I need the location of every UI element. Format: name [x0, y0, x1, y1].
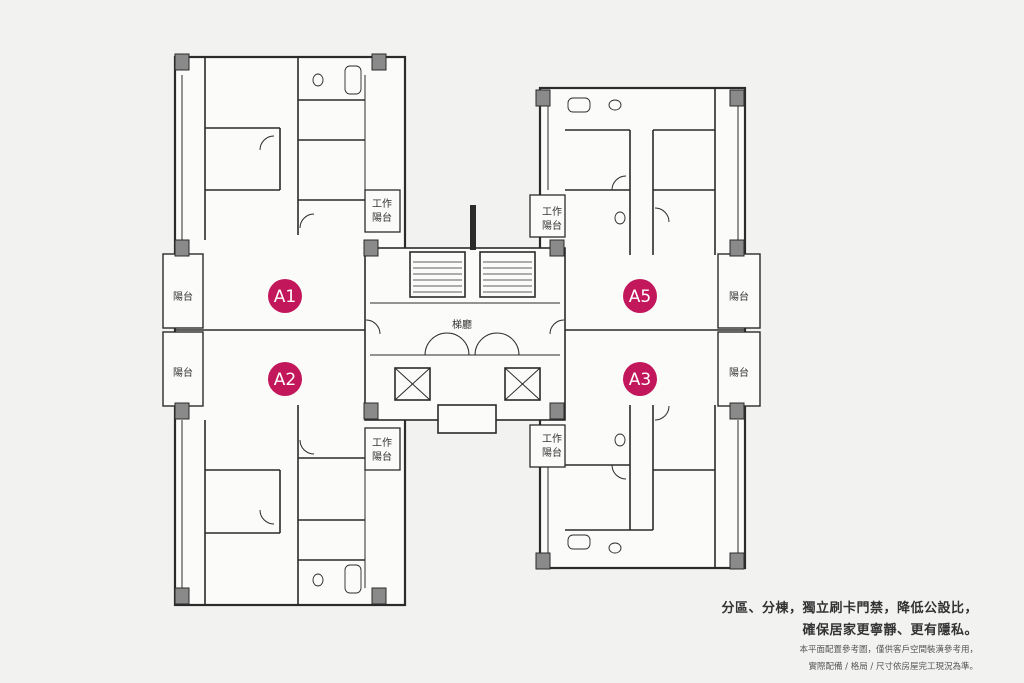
service-balcony-a3-line1: 工作: [542, 433, 562, 445]
svg-text:A1: A1: [274, 287, 296, 307]
balcony-label-a5: 陽台: [729, 290, 749, 303]
unit-badge-a2: A2: [268, 362, 302, 396]
right-wing: [538, 86, 747, 570]
svg-text:A3: A3: [629, 370, 651, 390]
structural-columns: [174, 53, 745, 605]
caption-headline-line1: 分區、分棟，獨立刷卡門禁，降低公設比，: [721, 601, 978, 616]
service-balcony-a1-line2: 陽台: [372, 211, 392, 224]
stair-treads: [413, 261, 532, 293]
caption-disclaimer-line1: 本平面配置參考圖，僅供客戶空間裝潢參考用，: [799, 645, 978, 655]
caption-disclaimer-line2: 實際配備 / 格局 / 尺寸依房屋完工現況為準。: [808, 662, 978, 672]
balcony-label-a2: 陽台: [173, 366, 193, 379]
service-balcony-a5-line1: 工作: [542, 206, 562, 218]
service-balcony-a2-line2: 陽台: [372, 450, 392, 463]
lobby-label: 梯廳: [452, 318, 472, 331]
service-balconies: [364, 189, 566, 471]
balcony-label-a3: 陽台: [729, 366, 749, 379]
central-core: [364, 205, 566, 434]
service-balcony-a2-line1: 工作: [372, 437, 392, 449]
right-balconies: [717, 253, 761, 407]
balcony-label-a1: 陽台: [173, 290, 193, 303]
service-balcony-a1-line1: 工作: [372, 198, 392, 210]
svg-text:A5: A5: [629, 287, 651, 307]
unit-badge-a1: A1: [268, 279, 302, 313]
bathroom-fixtures: [312, 65, 626, 594]
caption-headline-line2: 確保居家更寧靜、更有隱私。: [802, 623, 978, 638]
lobby-doors: [365, 319, 565, 356]
service-balcony-a5-line2: 陽台: [542, 219, 562, 232]
service-balcony-a3-line2: 陽台: [542, 446, 562, 459]
unit-badge-a3: A3: [623, 362, 657, 396]
unit-badge-a5: A5: [623, 279, 657, 313]
svg-text:A2: A2: [274, 370, 296, 390]
